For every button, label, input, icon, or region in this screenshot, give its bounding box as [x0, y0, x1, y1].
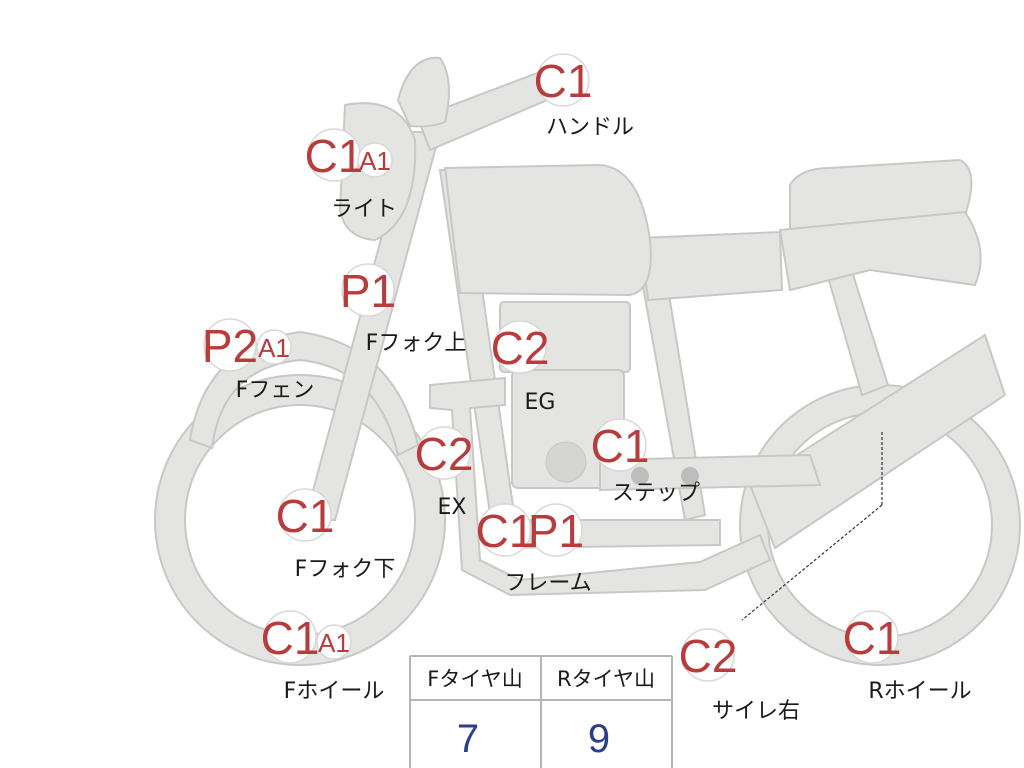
- step-bar-shape: [599, 453, 822, 492]
- badge-ffork-lower-c1: C1: [276, 490, 335, 542]
- label-handle: ハンドル: [546, 115, 634, 140]
- rear-shock-shape: [824, 263, 890, 397]
- marker-fwheel: C1 A1 Fホイール: [261, 610, 385, 704]
- label-muffler-right: サイレ右: [712, 699, 800, 724]
- badge-ffender-p2: P2: [202, 320, 258, 372]
- tail-shape: [778, 210, 982, 292]
- badge-light-c1: C1: [305, 130, 364, 182]
- marker-ffender: P2 A1 Fフェン: [202, 318, 315, 403]
- badge-ffender-a1: A1: [258, 333, 290, 363]
- tire-table-value-front: 7: [457, 717, 479, 761]
- fuel-tank-shape: [443, 163, 652, 297]
- badge-handle-c1: C1: [534, 55, 593, 107]
- marker-handle: C1 ハンドル: [534, 53, 634, 140]
- tire-table-header-front: Fタイヤ山: [427, 667, 522, 691]
- badge-frame-c1: C1: [476, 505, 535, 557]
- muffler-shape: [748, 333, 1007, 550]
- label-rwheel: Rホイール: [868, 679, 971, 704]
- marker-ffork-upper: P1 Fフォク上: [340, 263, 467, 356]
- side-panel-shape: [638, 230, 784, 302]
- marker-light: C1 A1 ライト: [305, 128, 397, 222]
- label-light: ライト: [331, 197, 397, 222]
- marker-muffler-right: C2 サイレ右: [679, 628, 800, 724]
- seat-shape: [789, 158, 973, 234]
- tire-table-value-rear: 9: [588, 717, 610, 761]
- badge-light-a1: A1: [359, 146, 391, 176]
- label-ffender: Fフェン: [236, 378, 315, 403]
- badge-exhaust-c2: C2: [415, 428, 474, 480]
- label-engine: EG: [525, 390, 556, 415]
- badge-step-c1: C1: [591, 420, 650, 472]
- badge-rwheel-c1: C1: [843, 612, 902, 664]
- label-exhaust: EX: [438, 495, 467, 520]
- badge-fwheel-a1: A1: [318, 628, 350, 658]
- label-step: ステップ: [612, 481, 700, 506]
- label-fwheel: Fホイール: [284, 679, 385, 704]
- marker-ffork-lower: C1 Fフォク下: [276, 488, 396, 582]
- badge-fwheel-c1: C1: [261, 612, 320, 664]
- label-ffork-upper: Fフォク上: [366, 331, 467, 356]
- marker-step: C1 ステップ: [591, 418, 700, 506]
- badge-frame-p1: P1: [528, 505, 584, 557]
- tire-table-header-rear: Rタイヤ山: [557, 667, 655, 691]
- label-ffork-lower: Fフォク下: [295, 557, 396, 582]
- badge-muffler-right-c2: C2: [679, 630, 738, 682]
- badge-ffork-upper-p1: P1: [340, 265, 396, 317]
- marker-frame: C1 P1 フレーム: [476, 503, 592, 596]
- badge-engine-c2: C2: [491, 322, 550, 374]
- tire-tread-table: Fタイヤ山 Rタイヤ山 7 9: [409, 655, 673, 768]
- marker-rwheel: C1 Rホイール: [843, 610, 972, 704]
- marker-engine: C2 EG: [491, 320, 556, 415]
- marker-exhaust: C2 EX: [415, 426, 474, 520]
- mirror-shape: [396, 56, 450, 128]
- label-frame: フレーム: [504, 571, 591, 596]
